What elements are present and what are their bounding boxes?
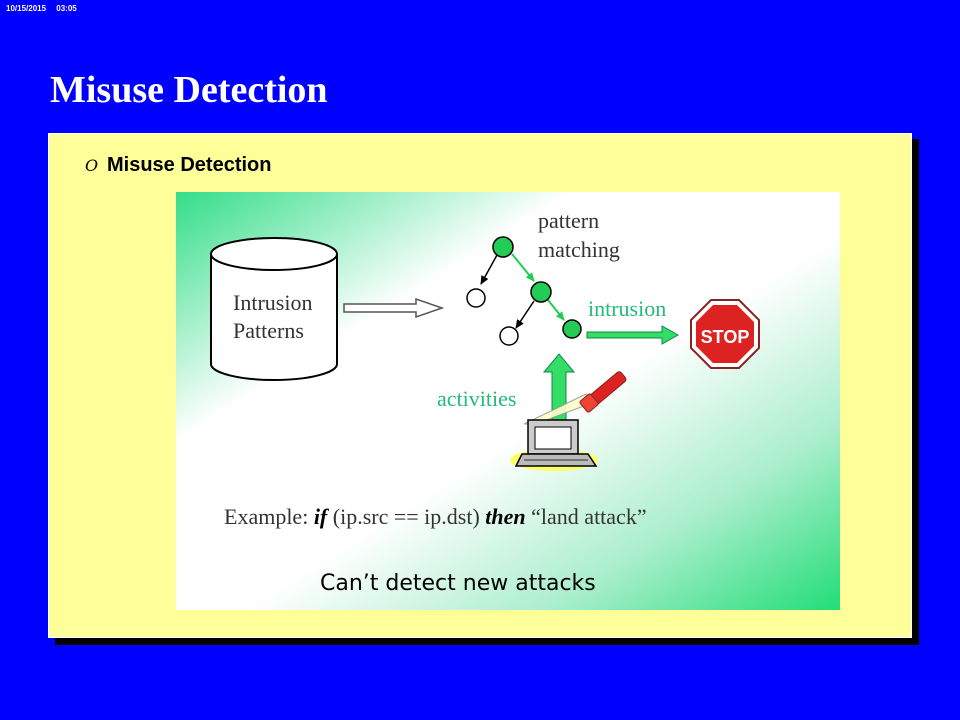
tree-node-green	[530, 281, 552, 303]
pattern-label-line2: matching	[538, 237, 620, 262]
slide-title: Misuse Detection	[50, 69, 328, 111]
intrusion-arrow	[586, 325, 680, 345]
activities-label: activities	[437, 386, 516, 411]
bullet-marker: O	[85, 156, 99, 175]
bullet-item: O Misuse Detection	[85, 154, 271, 177]
example-condition: (ip.src == ip.dst)	[327, 504, 485, 529]
computer-icon	[510, 419, 598, 471]
intrusion-label: intrusion	[588, 296, 666, 321]
database-label-line1: Intrusion	[233, 290, 312, 315]
example-if-keyword: if	[314, 504, 330, 529]
stop-sign-icon	[690, 299, 760, 369]
misuse-detection-diagram: Intrusion Patterns pattern matching intr…	[176, 192, 840, 610]
example-result: “land attack”	[526, 504, 647, 529]
stop-sign-text: STOP	[701, 327, 750, 347]
bullet-text: Misuse Detection	[107, 154, 272, 176]
pattern-tree	[466, 236, 582, 346]
pattern-label-line1: pattern	[538, 208, 599, 233]
example-then-keyword: then	[485, 504, 525, 529]
tree-node-white	[466, 288, 486, 308]
timestamp: 10/15/2015 03:05	[6, 4, 85, 13]
database-icon	[210, 237, 338, 381]
date-text: 10/15/2015	[6, 4, 47, 13]
tree-node-green	[492, 236, 514, 258]
diagram-caption: Can’t detect new attacks	[320, 571, 596, 596]
time-text: 03:05	[56, 4, 77, 13]
hollow-arrow	[343, 297, 445, 319]
example-prefix: Example:	[224, 504, 314, 529]
tree-node-white	[499, 326, 519, 346]
tree-node-green	[562, 319, 582, 339]
flashlight-icon	[523, 371, 627, 425]
database-label-line2: Patterns	[233, 318, 304, 343]
example-rule: Example: if (ip.src == ip.dst) then “lan…	[224, 504, 647, 529]
